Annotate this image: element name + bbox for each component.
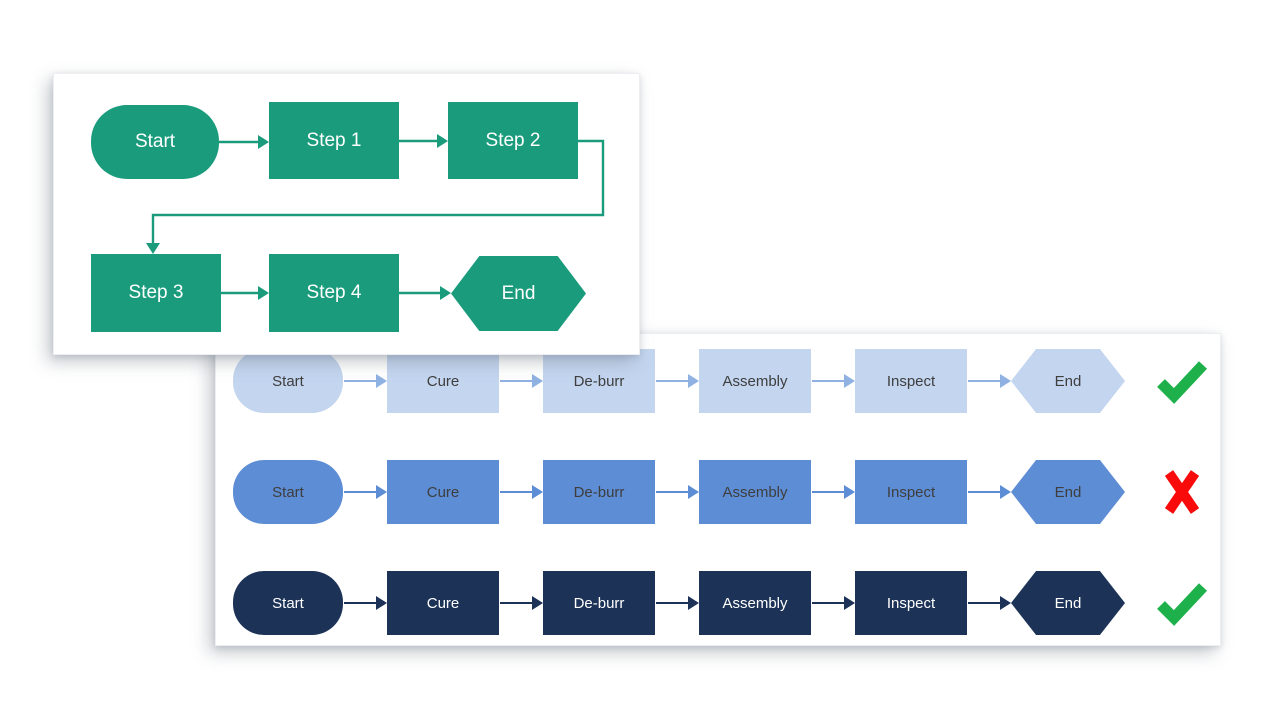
flow-node-end: End [451,256,586,331]
process-node-deburr: De-burr [543,349,655,413]
flow-node-step3: Step 3 [91,254,221,332]
process-node-end: End [1011,349,1125,413]
arrow-right-icon [967,373,1011,389]
process-node-label: Assembly [722,372,788,390]
process-node-inspect: Inspect [855,571,967,635]
process-node-label: Assembly [722,483,788,501]
arrow-right-icon [343,484,387,500]
check-icon [1157,361,1208,404]
flow-node-label: Step 2 [485,129,541,151]
arrow-right-icon [967,484,1011,500]
process-node-label: End [1054,372,1082,390]
process-row-mid: Start Cure De-burr Assembly Inspect End [233,460,1220,524]
arrow-right-icon [967,595,1011,611]
process-node-deburr: De-burr [543,460,655,524]
process-node-deburr: De-burr [543,571,655,635]
process-comparison-panel: Start Cure De-burr Assembly Inspect End … [215,333,1221,646]
process-node-label: Cure [426,483,460,501]
process-node-label: Inspect [886,483,936,501]
process-node-label: Start [272,594,304,612]
verdict-indicator [1153,466,1211,518]
arrow-right-icon [499,484,543,500]
process-node-assembly: Assembly [699,571,811,635]
process-node-label: Inspect [886,594,936,612]
process-node-start: Start [233,460,343,524]
process-node-cure: Cure [387,460,499,524]
process-node-cure: Cure [387,349,499,413]
connector-layer [146,134,605,300]
process-node-start: Start [233,571,343,635]
arrow-right-icon [343,373,387,389]
process-node-assembly: Assembly [699,460,811,524]
arrow-step3-step4-icon [221,286,269,300]
process-node-label: De-burr [573,372,625,390]
process-node-label: De-burr [573,483,625,501]
process-node-start: Start [233,349,343,413]
process-node-assembly: Assembly [699,349,811,413]
process-node-label: Assembly [722,594,788,612]
process-row-dark: Start Cure De-burr Assembly Inspect End [233,571,1220,635]
process-node-label: Cure [426,594,460,612]
process-node-label: Start [272,372,304,390]
flow-node-step1: Step 1 [269,102,399,179]
process-node-cure: Cure [387,571,499,635]
process-node-label: Cure [426,372,460,390]
arrow-right-icon [811,373,855,389]
process-node-inspect: Inspect [855,460,967,524]
flow-node-label: End [501,282,536,304]
process-node-end: End [1011,460,1125,524]
arrow-right-icon [499,373,543,389]
arrow-start-step1-icon [219,135,269,149]
check-icon [1157,583,1208,626]
arrow-step1-step2-icon [399,134,448,148]
process-node-end: End [1011,571,1125,635]
elbow-connector-step2-step3-icon [146,139,605,254]
arrow-right-icon [343,595,387,611]
verdict-indicator [1153,579,1211,627]
flowchart-template-panel: Start Step 1 Step 2 Step 3 Step 4 End [53,73,640,355]
arrow-step4-end-icon [399,286,451,300]
flow-node-step2: Step 2 [448,102,578,179]
flow-node-label: Step 4 [306,282,362,303]
flow-node-label: Step 3 [128,282,184,303]
flow-node-step4: Step 4 [269,254,399,332]
process-node-label: End [1054,594,1082,612]
cross-icon [1164,470,1200,514]
process-node-label: End [1054,483,1082,501]
process-node-inspect: Inspect [855,349,967,413]
process-row-light: Start Cure De-burr Assembly Inspect End [233,349,1220,413]
arrow-right-icon [655,484,699,500]
process-node-label: Inspect [886,372,936,390]
arrow-right-icon [811,595,855,611]
arrow-right-icon [811,484,855,500]
flow-node-label: Step 1 [306,129,362,151]
arrow-right-icon [655,595,699,611]
process-node-label: De-burr [573,594,625,612]
process-node-label: Start [272,483,304,501]
flow-node-start: Start [91,105,219,179]
verdict-indicator [1153,357,1211,405]
arrow-right-icon [655,373,699,389]
flow-node-label: Start [134,131,176,152]
arrow-right-icon [499,595,543,611]
